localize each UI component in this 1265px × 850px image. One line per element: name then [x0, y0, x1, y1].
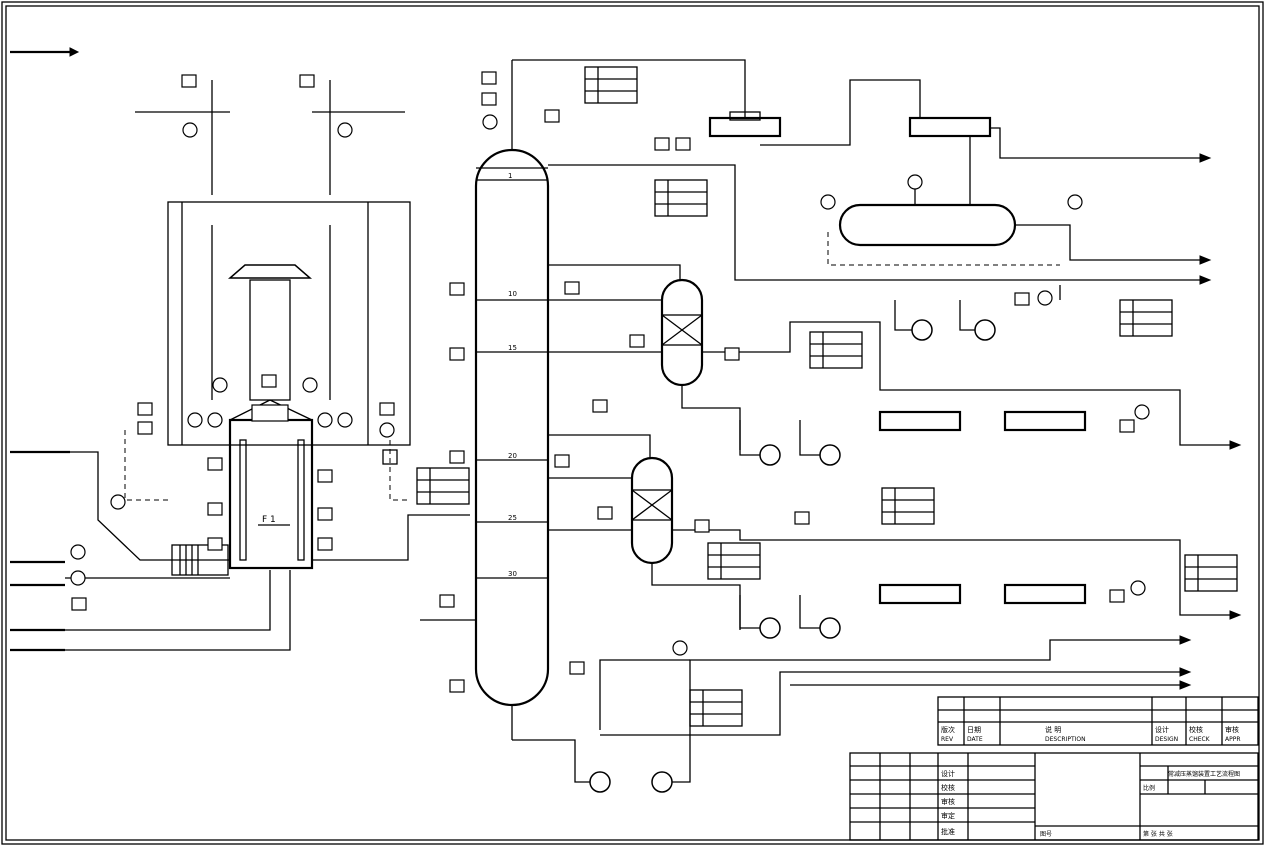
tray-label-5: 25 — [508, 514, 517, 522]
stack-lines — [135, 80, 405, 445]
tb-desc-cn: 说 明 — [1045, 725, 1061, 734]
tray-label-4: 20 — [508, 452, 517, 460]
tb-date: DATE — [967, 736, 983, 743]
overhead-system — [512, 59, 1212, 341]
tb-scale: 比例 — [1143, 784, 1155, 792]
tb-approve-cn: 审核 — [1225, 725, 1239, 734]
tb-rev-cn: 版次 — [941, 725, 955, 734]
tb-drawing-no: 图号 — [1040, 831, 1052, 838]
data-table-6 — [881, 487, 935, 525]
tb-row-validate: 审定 — [941, 811, 955, 820]
side-stripper-2 — [548, 434, 1242, 630]
tb-row-approve: 审核 — [941, 797, 955, 806]
data-table-9 — [689, 689, 743, 727]
tray-label-1: 1 — [508, 172, 512, 180]
bottom-system — [420, 619, 1192, 793]
tb-desc: DESCRIPTION — [1045, 736, 1086, 743]
title-block: 版次 REV 日期 DATE 说 明 DESCRIPTION 设计 DESIGN… — [849, 696, 1259, 841]
tb-approve: APPR — [1225, 736, 1241, 743]
left-process-lines — [10, 47, 470, 652]
tb-check: CHECK — [1189, 736, 1211, 743]
inner-border — [5, 5, 1260, 841]
side-stripper-1 — [548, 264, 1242, 450]
data-table-3 — [809, 331, 863, 369]
tb-design-cn: 设计 — [1155, 725, 1169, 734]
tb-date-cn: 日期 — [967, 726, 981, 734]
data-table-5 — [416, 467, 470, 505]
data-table-4 — [1119, 299, 1173, 337]
data-table-1 — [584, 66, 638, 104]
tray-label-3: 15 — [508, 344, 517, 352]
furnace-tag: F 1 — [262, 515, 276, 525]
main-fractionator: 1 10 15 20 25 30 — [474, 60, 550, 740]
pump-group-1 — [739, 420, 841, 466]
tb-row-check: 校核 — [941, 783, 955, 792]
tb-row-sign: 批准 — [941, 827, 955, 836]
tb-sheet: 第 张 共 张 — [1143, 830, 1173, 838]
tray-label-2: 10 — [508, 290, 517, 298]
tb-check-cn: 校核 — [1189, 725, 1203, 734]
pump-group-2 — [739, 595, 841, 639]
tb-design: DESIGN — [1155, 736, 1178, 743]
data-table-2 — [654, 179, 708, 217]
tb-row-design: 设计 — [941, 769, 955, 778]
tray-label-6: 30 — [508, 570, 517, 578]
instrument-symbols — [70, 71, 1150, 693]
furnace-f1: F 1 — [167, 201, 411, 576]
data-table-8 — [1184, 554, 1238, 592]
tb-rev: REV — [941, 736, 954, 743]
data-table-7 — [707, 542, 761, 580]
tb-project: 常减压蒸馏装置工艺流程图 — [1168, 770, 1240, 778]
